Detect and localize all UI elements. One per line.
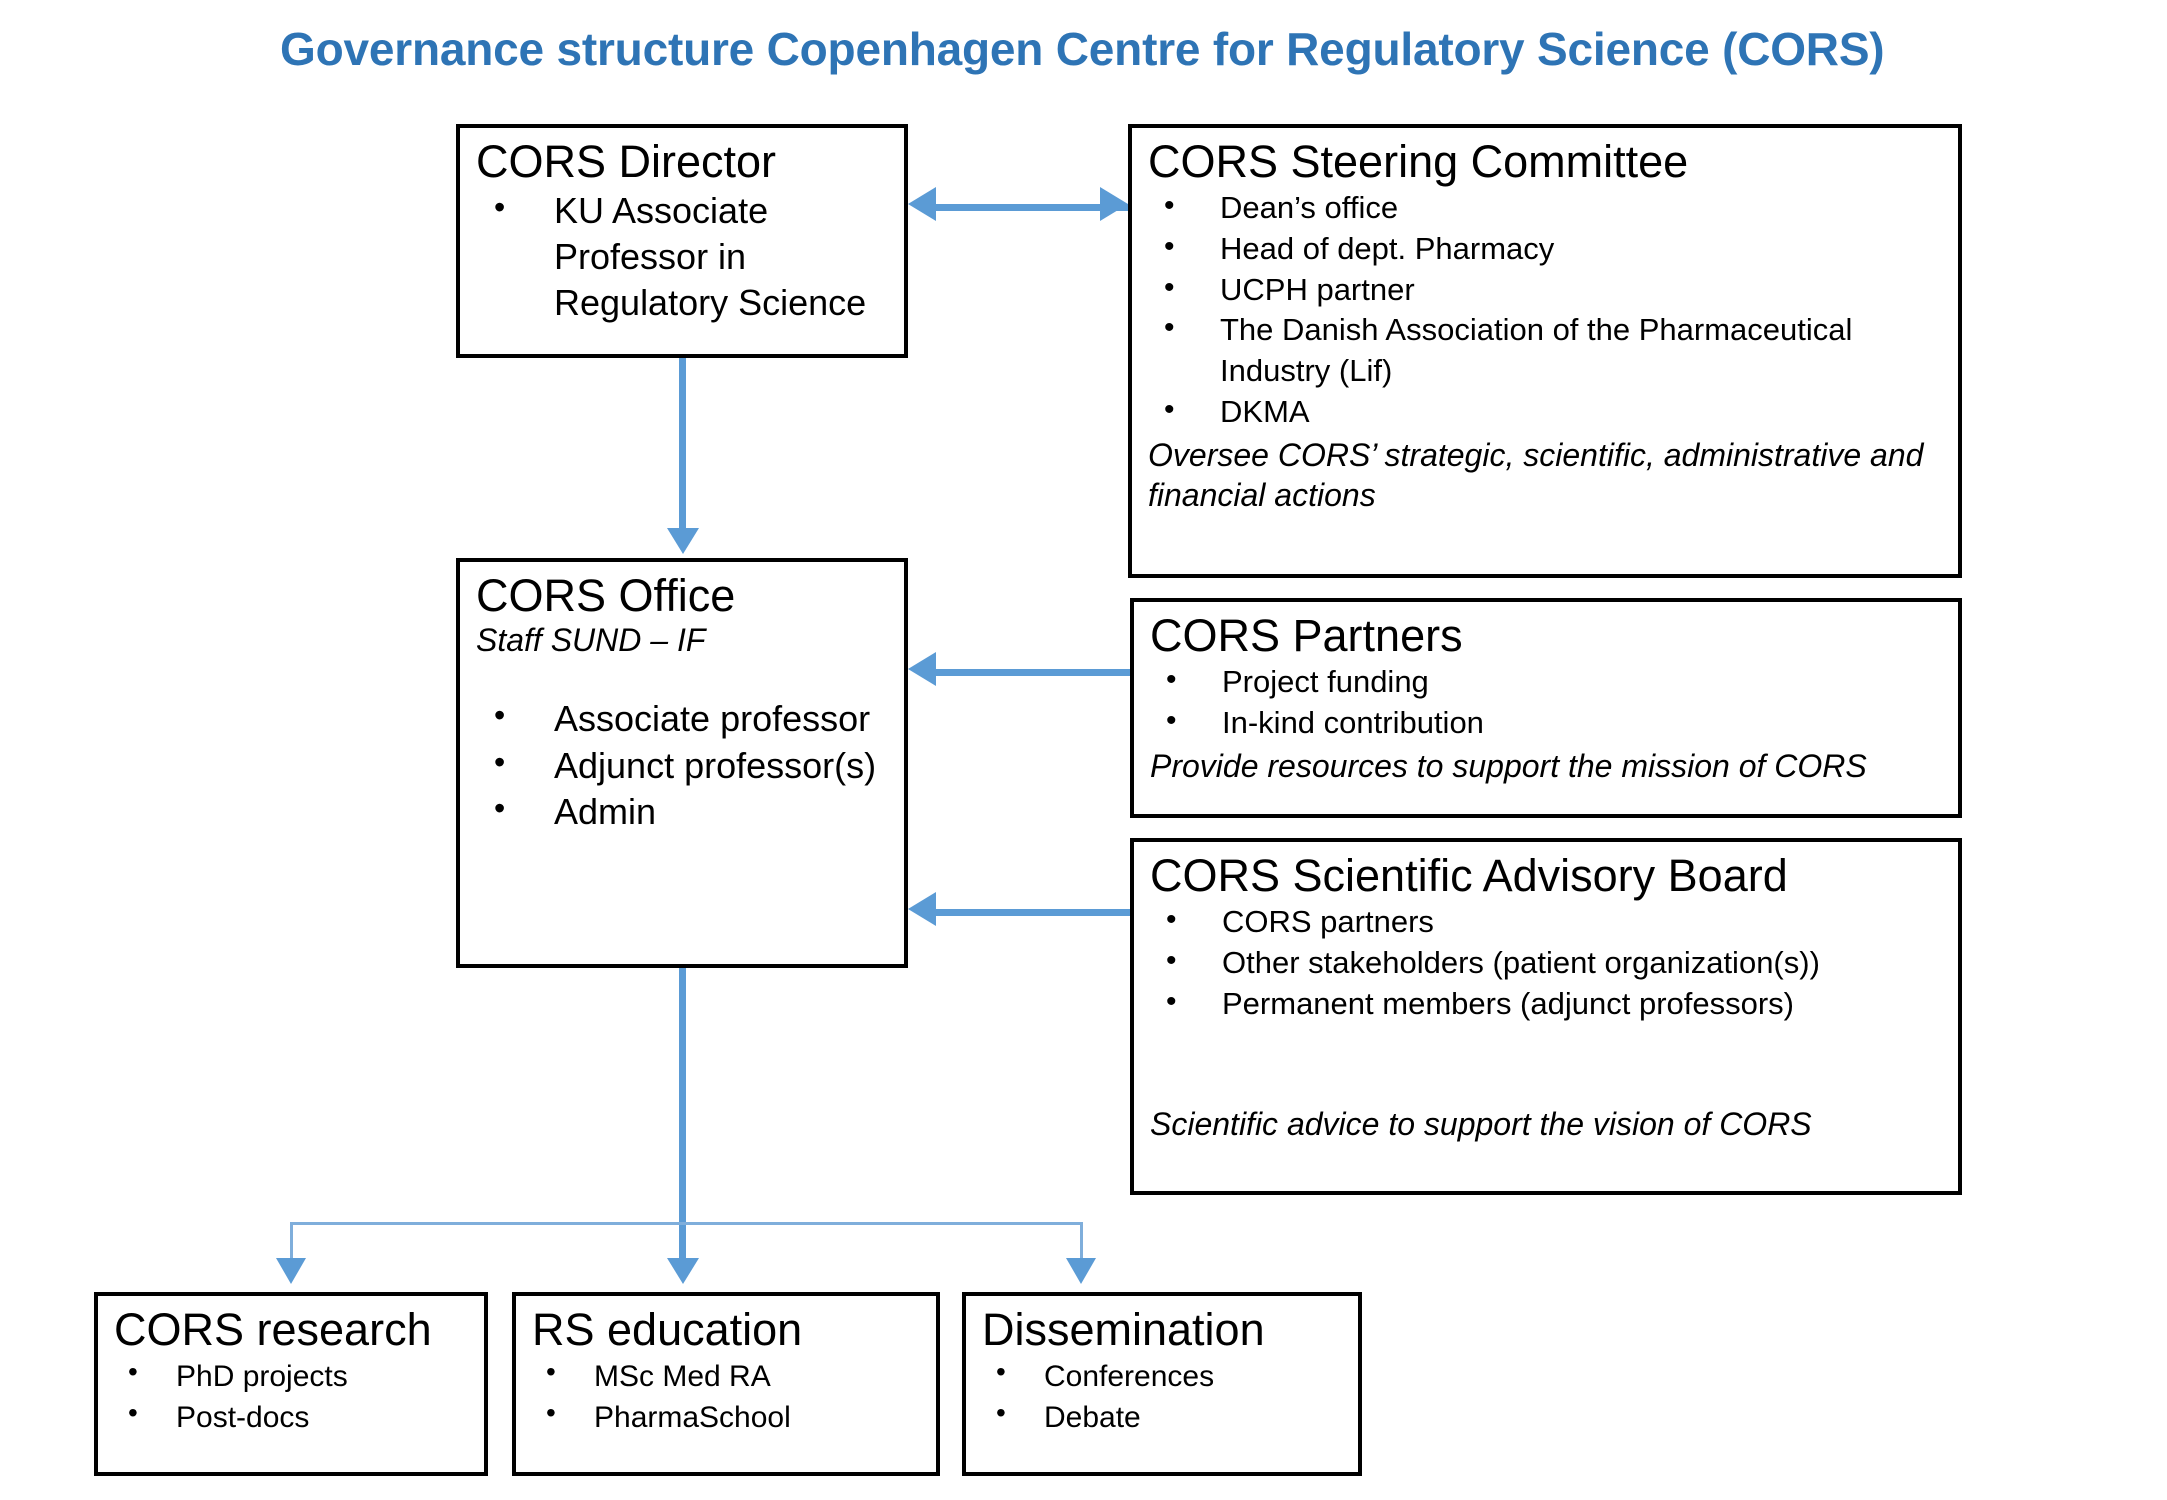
- cors-advisory-board-bullets: CORS partners Other stakeholders (patien…: [1150, 900, 1944, 1025]
- cors-advisory-board-note: Scientific advice to support the vision …: [1150, 1106, 1812, 1143]
- box-dissemination: Dissemination Conferences Debate: [962, 1292, 1362, 1476]
- list-item: In-kind contribution: [1150, 701, 1944, 744]
- list-item: Conferences: [982, 1354, 1344, 1397]
- cors-steering-committee-note: Oversee CORS’ strategic, scientific, adm…: [1148, 437, 1924, 514]
- list-item: Adjunct professor(s): [476, 741, 890, 789]
- box-cors-research: CORS research PhD projects Post-docs: [94, 1292, 488, 1476]
- box-rs-education: RS education MSc Med RA PharmaSchool: [512, 1292, 940, 1476]
- list-item: KU Associate Professor in Regulatory Sci…: [476, 186, 890, 326]
- list-item: Debate: [982, 1395, 1344, 1438]
- box-cors-director: CORS Director KU Associate Professor in …: [456, 124, 908, 358]
- cors-office-bullets: Associate professor Adjunct professor(s)…: [476, 694, 890, 835]
- cors-advisory-board-title: CORS Scientific Advisory Board: [1150, 850, 1788, 901]
- box-cors-partners: CORS Partners Project funding In-kind co…: [1130, 598, 1962, 818]
- dissemination-bullets: Conferences Debate: [982, 1354, 1344, 1439]
- box-cors-scientific-advisory-board: CORS Scientific Advisory Board CORS part…: [1130, 838, 1962, 1195]
- list-item: Head of dept. Pharmacy: [1148, 227, 1944, 270]
- cors-office-subtitle: Staff SUND – IF: [476, 621, 706, 658]
- page-title: Governance structure Copenhagen Centre f…: [280, 23, 1885, 75]
- list-item: CORS partners: [1150, 900, 1944, 943]
- cors-partners-note: Provide resources to support the mission…: [1150, 747, 1867, 784]
- cors-steering-committee-bullets: Dean’s office Head of dept. Pharmacy UCP…: [1148, 186, 1944, 433]
- list-item: PharmaSchool: [532, 1395, 922, 1438]
- rs-education-bullets: MSc Med RA PharmaSchool: [532, 1354, 922, 1439]
- cors-research-title: CORS research: [114, 1304, 432, 1355]
- cors-research-bullets: PhD projects Post-docs: [114, 1354, 470, 1439]
- list-item: Admin: [476, 787, 890, 835]
- list-item: DKMA: [1148, 390, 1944, 433]
- list-item: Project funding: [1150, 660, 1944, 703]
- rs-education-title: RS education: [532, 1304, 803, 1355]
- list-item: Permanent members (adjunct professors): [1150, 982, 1944, 1025]
- list-item: Other stakeholders (patient organization…: [1150, 941, 1944, 984]
- list-item: Associate professor: [476, 694, 890, 742]
- box-cors-steering-committee: CORS Steering Committee Dean’s office He…: [1128, 124, 1962, 578]
- cors-partners-title: CORS Partners: [1150, 610, 1463, 661]
- cors-office-title: CORS Office: [476, 570, 736, 621]
- list-item: UCPH partner: [1148, 268, 1944, 311]
- dissemination-title: Dissemination: [982, 1304, 1265, 1355]
- list-item: Post-docs: [114, 1395, 470, 1438]
- cors-steering-committee-title: CORS Steering Committee: [1148, 136, 1689, 187]
- box-cors-office: CORS Office Staff SUND – IF Associate pr…: [456, 558, 908, 968]
- list-item: MSc Med RA: [532, 1354, 922, 1397]
- cors-partners-bullets: Project funding In-kind contribution: [1150, 660, 1944, 744]
- cors-director-bullets: KU Associate Professor in Regulatory Sci…: [476, 186, 890, 326]
- cors-director-title: CORS Director: [476, 136, 777, 187]
- list-item: The Danish Association of the Pharmaceut…: [1148, 308, 1944, 392]
- list-item: Dean’s office: [1148, 186, 1944, 229]
- list-item: PhD projects: [114, 1354, 470, 1397]
